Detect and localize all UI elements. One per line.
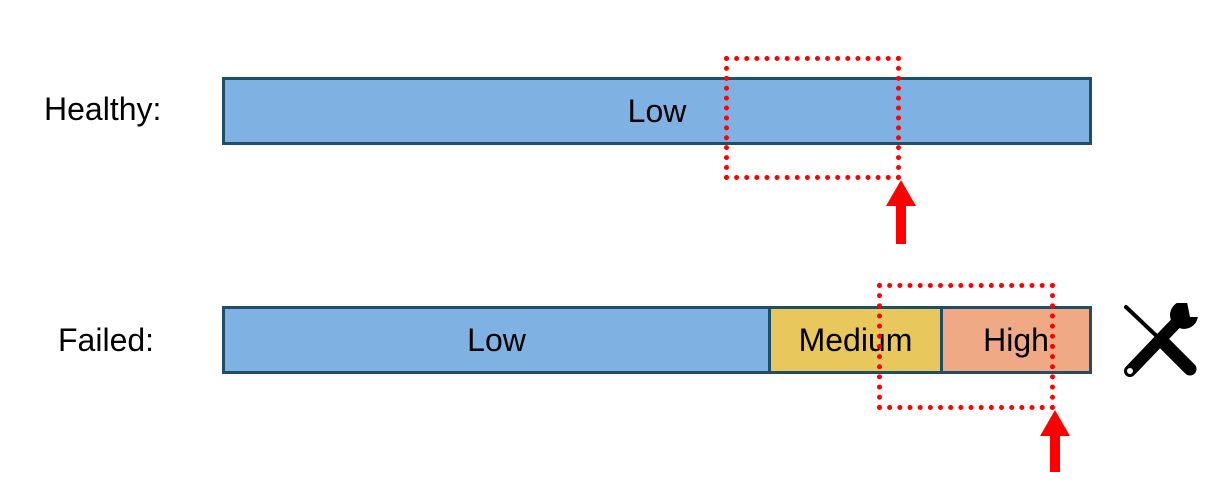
failed-segment-low: Low	[225, 309, 768, 371]
failed-segment-low-label: Low	[467, 321, 526, 358]
failed-segment-medium: Medium	[768, 309, 940, 371]
failed-row-label: Failed:	[58, 322, 155, 358]
arrow-up-icon	[1040, 410, 1070, 472]
failed-segment-high: High	[940, 309, 1089, 371]
healthy-segment-low-label: Low	[627, 92, 687, 129]
healthy-bar: Low	[222, 77, 1092, 145]
failed-bar: Low Medium High	[222, 306, 1092, 374]
arrow-up-icon	[886, 180, 916, 244]
failed-window-highlight	[877, 283, 1055, 410]
healthy-segment-low: Low	[225, 80, 1089, 142]
tools-icon	[1124, 303, 1202, 377]
healthy-row-label: Healthy:	[44, 91, 162, 127]
healthy-window-highlight	[724, 56, 901, 180]
failed-segment-high-label: High	[983, 321, 1049, 358]
failed-segment-medium-label: Medium	[798, 321, 913, 358]
